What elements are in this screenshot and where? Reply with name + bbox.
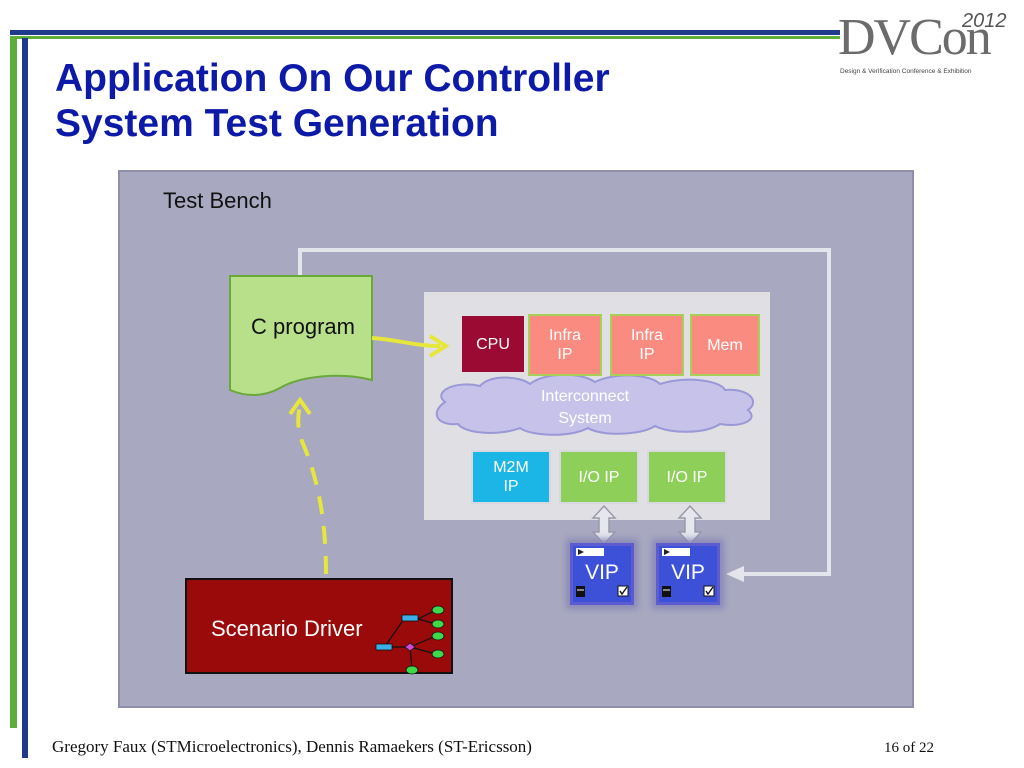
- interconnect-label-line2: System: [558, 410, 612, 427]
- c-to-cpu-arrow: [371, 336, 441, 348]
- vip1-doc-icon: [576, 586, 585, 597]
- logo-year: 2012: [962, 10, 1007, 32]
- loop-arrowhead: [726, 566, 744, 582]
- dvcon-logo: DVCon 2012 Design & Verification Confere…: [838, 8, 1018, 78]
- infra-ip-2-line1: Infra: [630, 327, 663, 344]
- footer-page-number: 16 of 22: [884, 740, 934, 756]
- scenario-driver-box: [185, 578, 453, 674]
- cpu-block: CPU: [462, 316, 524, 372]
- tree-node-blue-2: [375, 643, 393, 651]
- mem-block: Mem: [690, 314, 760, 376]
- footer-authors: Gregory Faux (STMicroelectronics), Denni…: [52, 737, 532, 756]
- test-bench-label: Test Bench: [163, 188, 272, 213]
- logo-name: DVCon: [838, 9, 992, 66]
- scenario-to-c-arrow: [296, 403, 328, 575]
- scenario-to-c-arrowhead: [288, 396, 312, 416]
- infra-ip-1-line1: Infra: [548, 327, 581, 344]
- tree-node-diamond: [404, 642, 416, 652]
- slide-title-line1: Application On Our Controller: [55, 57, 610, 100]
- loop-line: [298, 248, 831, 576]
- logo-subtitle: Design & Verification Conference & Exhib…: [840, 68, 972, 75]
- tree-leaf-2: [431, 619, 445, 629]
- tree-leaf-3: [431, 631, 445, 641]
- c-program-doc: [229, 275, 373, 396]
- slide-title: Application On Our Controller System Tes…: [55, 56, 755, 146]
- tree-leaf-1: [431, 605, 445, 615]
- tree-node-blue-1: [401, 614, 419, 622]
- top-rule-blue: [10, 30, 840, 35]
- vip2-doc-icon: [662, 586, 671, 597]
- infra-ip-2-line2: IP: [639, 346, 655, 363]
- infra-ip-1-line2: IP: [557, 346, 573, 363]
- vip-2-label: VIP: [671, 561, 705, 584]
- vip2-header-icon: [662, 548, 690, 556]
- vip1-check-icon: [617, 585, 629, 597]
- vip1-header-icon: [576, 548, 604, 556]
- m2m-line2: IP: [503, 478, 519, 495]
- interconnect-cloud: [435, 373, 754, 436]
- io-ip-block-1: I/O IP: [559, 450, 639, 504]
- tree-leaf-5: [405, 665, 419, 675]
- top-rule-green: [10, 36, 840, 39]
- left-bar-blue: [22, 38, 28, 758]
- interconnect-label: Interconnect System: [500, 386, 670, 430]
- left-bar-green: [10, 38, 17, 728]
- io-ip-block-2: I/O IP: [647, 450, 727, 504]
- vip-1-label: VIP: [585, 561, 619, 584]
- vip2-check-icon: [703, 585, 715, 597]
- c-program-label: C program: [251, 314, 355, 339]
- scenario-driver-label: Scenario Driver: [211, 616, 363, 641]
- c-to-cpu-arrowhead: [428, 334, 450, 358]
- slide-title-line2: System Test Generation: [55, 102, 499, 145]
- m2m-line1: M2M: [493, 459, 529, 476]
- m2m-ip-block: M2M IP: [471, 450, 551, 504]
- tree-leaf-4: [431, 649, 445, 659]
- interconnect-label-line1: Interconnect: [540, 388, 630, 405]
